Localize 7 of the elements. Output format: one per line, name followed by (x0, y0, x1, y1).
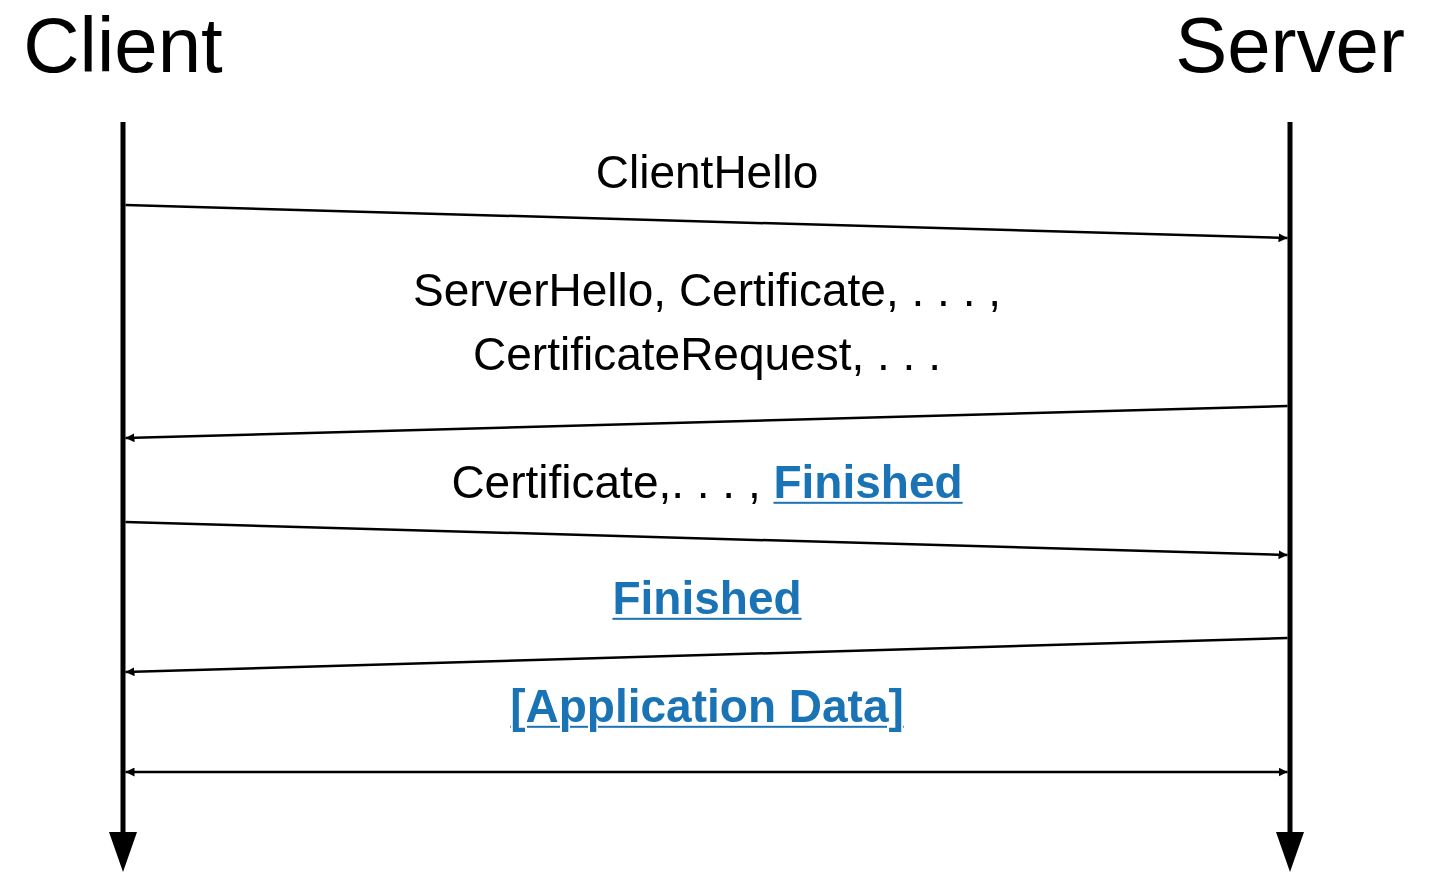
arrow (125, 404, 1288, 443)
arrow (125, 636, 1288, 677)
lifeline-title: Server (1175, 6, 1405, 84)
arrow (125, 767, 1288, 777)
arrow (125, 520, 1288, 560)
arrow (125, 203, 1288, 243)
lifeline-title: Client (23, 6, 223, 84)
